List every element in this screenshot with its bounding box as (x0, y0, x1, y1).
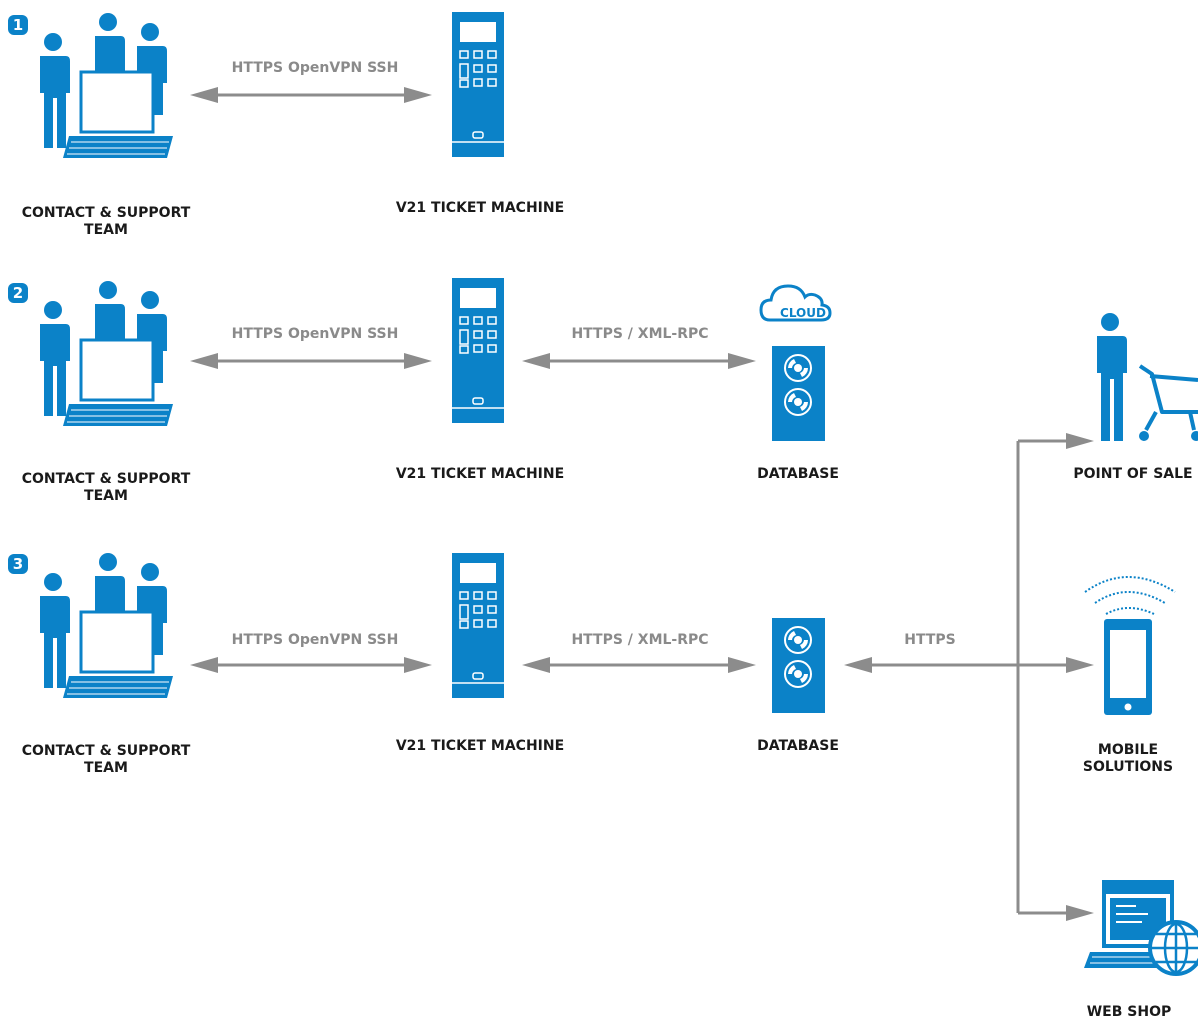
support-team-icon (38, 279, 175, 428)
arrowheads (844, 433, 1094, 921)
point-of-sale-icon (1097, 313, 1198, 441)
ticket-machine-icon (451, 11, 505, 158)
web-shop-label: WEB SHOP (1086, 1004, 1172, 1020)
mobile-solutions-label: MOBILE SOLUTIONS (1082, 742, 1174, 775)
support-team-icon (38, 551, 175, 700)
protocol-label: HTTPS (904, 632, 956, 648)
channel-connector-arrows (858, 439, 1080, 915)
database-icon (771, 617, 826, 714)
bidirectional-arrow (522, 353, 756, 369)
bidirectional-arrow (190, 87, 432, 103)
mobile-icon (1084, 576, 1176, 715)
bidirectional-arrow (190, 353, 432, 369)
ticket-machine-icon (451, 277, 505, 424)
protocol-label: HTTPS OpenVPN SSH (231, 60, 399, 76)
cloud-icon (759, 284, 832, 322)
support-team-icon (38, 11, 175, 160)
step-number-3: 3 (8, 554, 28, 574)
web-shop-icon (1084, 880, 1198, 976)
protocol-label: HTTPS OpenVPN SSH (231, 326, 399, 342)
step-number-1: 1 (8, 15, 28, 35)
cloud-label: CLOUD (780, 306, 826, 320)
point-of-sale-label: POINT OF SALE (1073, 466, 1193, 482)
ticket-machine-icon (451, 552, 505, 699)
ticket-machine-label: V21 TICKET MACHINE (395, 466, 565, 482)
protocol-label: HTTPS OpenVPN SSH (231, 632, 399, 648)
support-team-label: CONTACT & SUPPORT TEAM (21, 743, 191, 776)
database-icon (771, 345, 826, 442)
step-number-2: 2 (8, 283, 28, 303)
bidirectional-arrow (522, 657, 756, 673)
ticket-machine-label: V21 TICKET MACHINE (395, 738, 565, 754)
database-label: DATABASE (757, 466, 839, 482)
protocol-label: HTTPS / XML-RPC (571, 632, 709, 648)
ticket-machine-label: V21 TICKET MACHINE (395, 200, 565, 216)
support-team-label: CONTACT & SUPPORT TEAM (21, 205, 191, 238)
database-label: DATABASE (757, 738, 839, 754)
protocol-label: HTTPS / XML-RPC (571, 326, 709, 342)
bidirectional-arrow (190, 657, 432, 673)
support-team-label: CONTACT & SUPPORT TEAM (21, 471, 191, 504)
